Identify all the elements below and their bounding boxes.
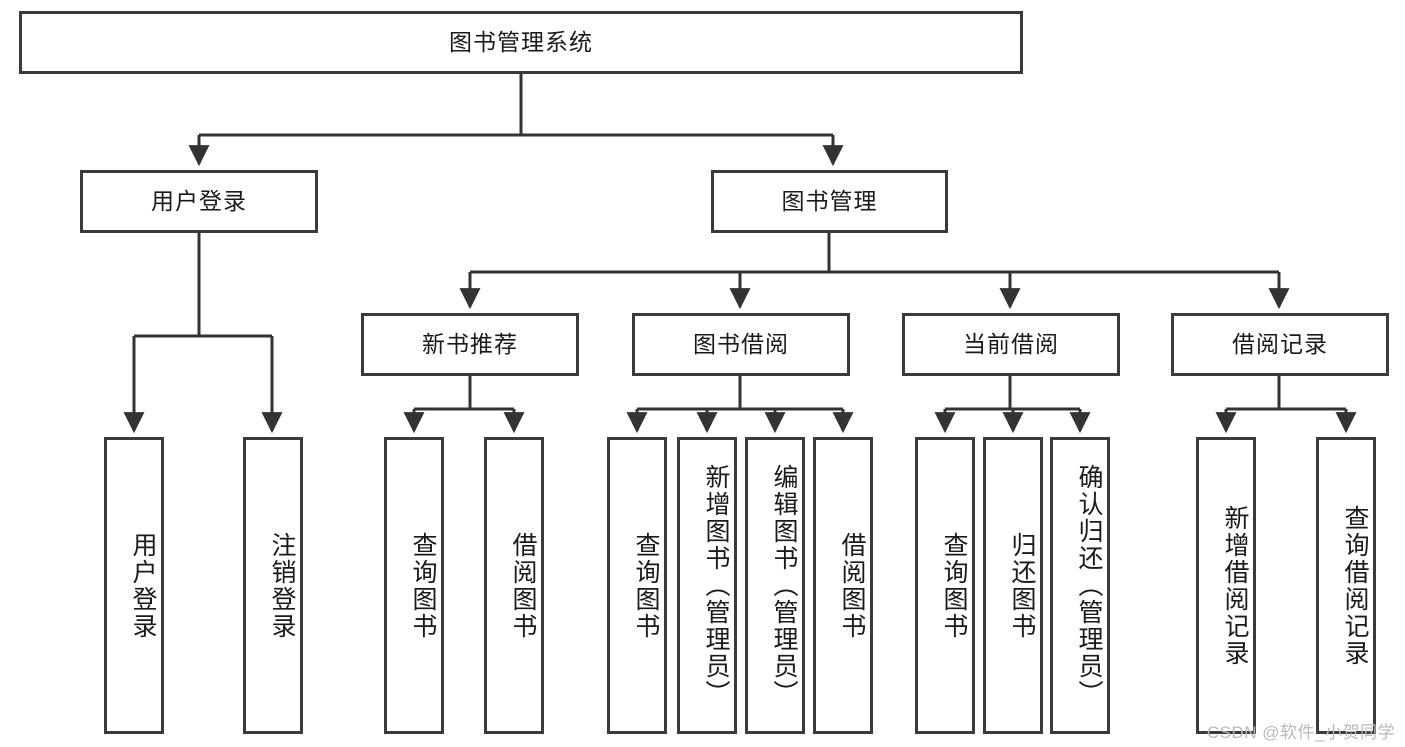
leaf-recommend-borrow-book[interactable]: 借阅图书 bbox=[484, 437, 544, 734]
node-label: 图书管理 bbox=[781, 187, 878, 214]
leaf-user-login-signin[interactable]: 用户登录 bbox=[104, 437, 164, 734]
node-label: 确认归还（管理员） bbox=[1075, 464, 1103, 707]
leaf-current-confirm-return[interactable]: 确认归还（管理员） bbox=[1050, 437, 1110, 734]
node-label: 图书管理系统 bbox=[449, 28, 593, 55]
node-book-management[interactable]: 图书管理 bbox=[711, 170, 948, 233]
node-label: 查询图书 bbox=[632, 531, 660, 640]
node-label: 图书借阅 bbox=[693, 330, 789, 357]
node-label: 查询图书 bbox=[940, 531, 968, 640]
node-label: 用户登录 bbox=[129, 531, 157, 640]
node-label: 编辑图书（管理员） bbox=[770, 464, 798, 707]
node-label: 查询图书 bbox=[409, 531, 437, 640]
node-label: 注销登录 bbox=[268, 531, 296, 640]
leaf-current-return-book[interactable]: 归还图书 bbox=[983, 437, 1043, 734]
node-borrow-record[interactable]: 借阅记录 bbox=[1171, 313, 1389, 376]
node-root-system[interactable]: 图书管理系统 bbox=[19, 11, 1023, 74]
node-label: 新书推荐 bbox=[422, 330, 518, 357]
node-current-borrow[interactable]: 当前借阅 bbox=[902, 313, 1120, 376]
node-label: 用户登录 bbox=[151, 187, 247, 214]
leaf-borrow-query-book[interactable]: 查询图书 bbox=[607, 437, 667, 734]
leaf-user-login-signout[interactable]: 注销登录 bbox=[243, 437, 303, 734]
node-label: 归还图书 bbox=[1008, 531, 1036, 640]
node-label: 新增借阅记录 bbox=[1221, 504, 1249, 667]
node-label: 当前借阅 bbox=[963, 330, 1059, 357]
node-label: 查询借阅记录 bbox=[1341, 504, 1369, 667]
node-label: 借阅图书 bbox=[838, 531, 866, 640]
leaf-borrow-edit-book[interactable]: 编辑图书（管理员） bbox=[745, 437, 805, 734]
leaf-borrow-add-book[interactable]: 新增图书（管理员） bbox=[677, 437, 737, 734]
leaf-borrow-lend-book[interactable]: 借阅图书 bbox=[813, 437, 873, 734]
node-new-book-recommend[interactable]: 新书推荐 bbox=[361, 313, 579, 376]
leaf-record-query[interactable]: 查询借阅记录 bbox=[1316, 437, 1376, 734]
leaf-current-query-book[interactable]: 查询图书 bbox=[915, 437, 975, 734]
watermark-text: CSDN @软件_小贺同学 bbox=[1206, 723, 1395, 742]
node-book-borrow[interactable]: 图书借阅 bbox=[632, 313, 850, 376]
node-user-login[interactable]: 用户登录 bbox=[80, 170, 318, 233]
node-label: 借阅记录 bbox=[1232, 330, 1328, 357]
node-label: 借阅图书 bbox=[509, 531, 537, 640]
leaf-record-add[interactable]: 新增借阅记录 bbox=[1196, 437, 1256, 734]
node-label: 新增图书（管理员） bbox=[702, 464, 730, 707]
leaf-recommend-query-book[interactable]: 查询图书 bbox=[384, 437, 444, 734]
